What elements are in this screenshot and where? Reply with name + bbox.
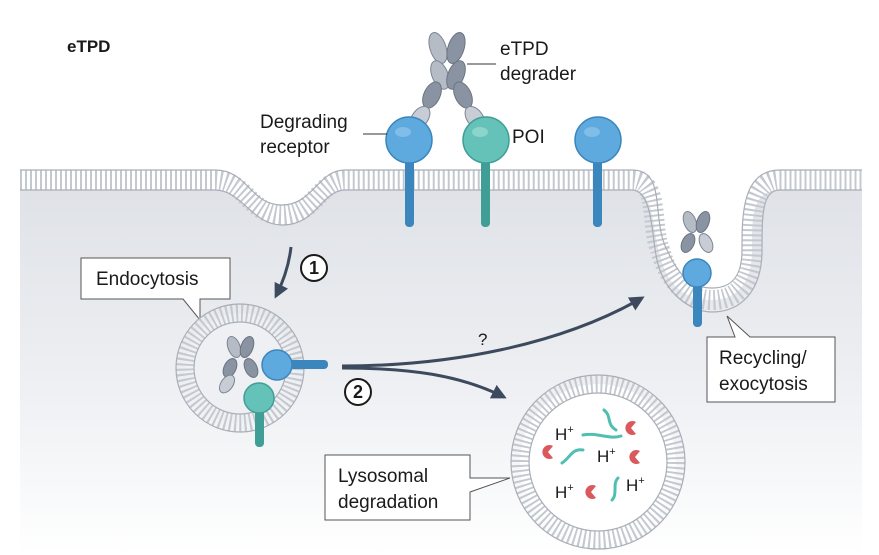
fragment-2 [581, 432, 623, 439]
lysosomal-label-2: degradation [338, 492, 438, 513]
endosome-vesicle [175, 303, 328, 447]
lysosome-arrow [341, 366, 507, 399]
lysosomal-callout: Lysosomal degradation [324, 454, 511, 521]
step-2-label: 2 [353, 382, 363, 402]
lysosomal-label-1: Lysosomal [338, 466, 428, 487]
endocytosis-arrow [274, 246, 293, 299]
proton-1: H+ [555, 424, 574, 444]
degrader-label-2: degrader [500, 64, 577, 85]
step-2-badge [344, 378, 372, 406]
fragment-1 [602, 408, 618, 432]
step-1-label: 1 [309, 258, 319, 278]
figure-title: eTPD [67, 37, 110, 56]
fragment-4 [610, 476, 620, 502]
degrader-label-1: eTPD [500, 39, 549, 60]
lysosome: H+ H+ H+ H+ [510, 374, 686, 550]
receptor-label-1: Degrading [260, 112, 348, 133]
enzyme-3 [629, 450, 640, 465]
recycling-arrow [341, 296, 645, 368]
proton-2: H+ [597, 446, 616, 466]
step-1-badge [300, 254, 328, 282]
proton-4: H+ [626, 475, 645, 495]
plasma-membrane [20, 169, 862, 313]
etpd-degrader [409, 32, 486, 131]
degrading-receptor [385, 116, 433, 227]
recycling-label-1: Recycling/ [719, 348, 807, 369]
receptor-label-2: receptor [260, 137, 330, 158]
proton-3: H+ [555, 482, 574, 502]
poi-protein [462, 116, 510, 227]
question-mark: ? [478, 330, 487, 349]
endocytosis-label: Endocytosis [96, 269, 198, 290]
recycling-callout: Recycling/ exocytosis [706, 315, 836, 403]
poi-label: POI [512, 127, 545, 148]
recycled-complex [680, 210, 714, 327]
free-receptor [574, 116, 622, 227]
endocytosis-callout: Endocytosis [80, 257, 231, 322]
enzyme-4 [585, 485, 596, 500]
recycling-label-2: exocytosis [719, 374, 808, 395]
enzyme-1 [625, 421, 636, 436]
fragment-3 [560, 448, 585, 465]
enzyme-2 [542, 445, 553, 459]
